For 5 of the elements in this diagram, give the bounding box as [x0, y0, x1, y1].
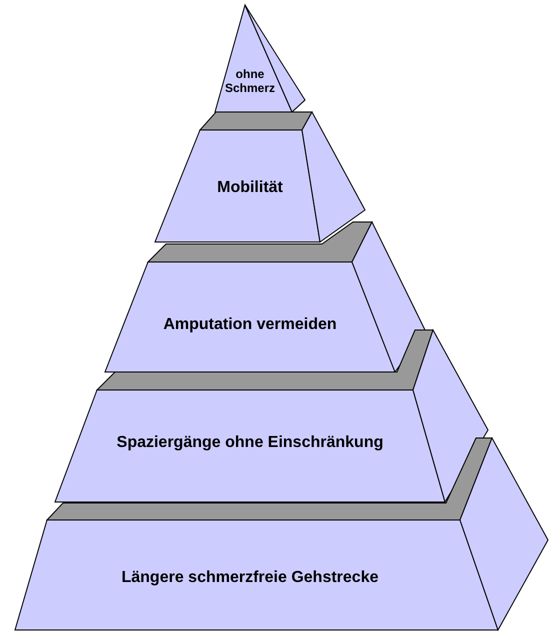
tier-label: Mobilität [216, 179, 284, 198]
tier-label: Amputation vermeiden [162, 316, 338, 334]
tier-label: ohne Schmerz [224, 68, 276, 96]
tier-label: Längere schmerzfreie Gehstrecke [120, 569, 380, 588]
tier-label: Spaziergänge ohne Einschränkung [116, 434, 384, 452]
